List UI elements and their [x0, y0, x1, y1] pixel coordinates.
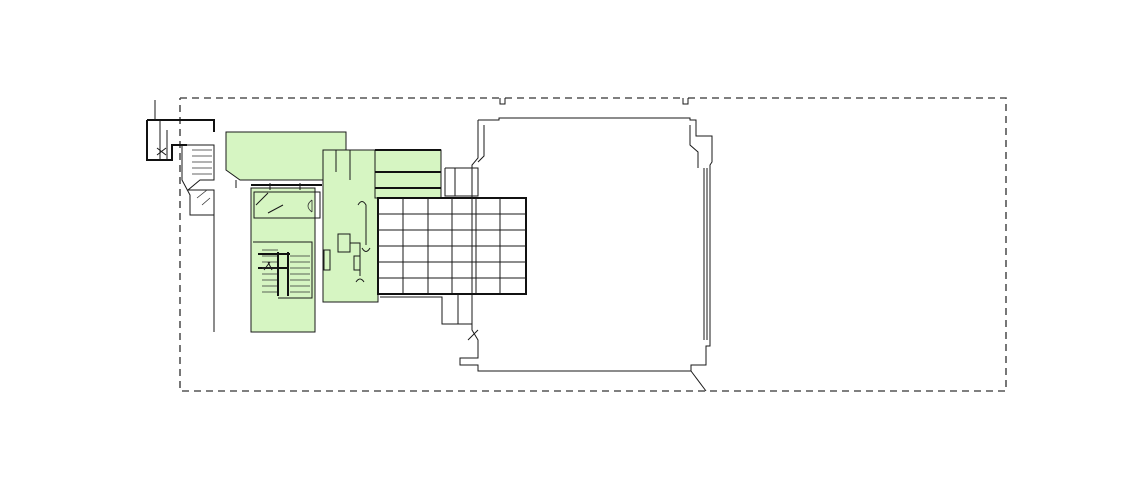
stair-core-detail [251, 191, 321, 333]
zone-stair-core [250, 187, 316, 333]
small-room-detail [375, 149, 442, 198]
corridor-detail [323, 150, 371, 283]
upper-room-detail [235, 149, 352, 190]
highlighted-zones [225, 131, 442, 333]
site-boundary [179, 97, 1007, 392]
zone-small-room [374, 149, 442, 199]
stair-icon [156, 147, 167, 156]
door-swing-icon [307, 199, 313, 213]
main-hall [444, 117, 713, 392]
duct-icon [337, 201, 371, 283]
left-stair-detail [146, 100, 215, 332]
grid-area [377, 197, 527, 325]
